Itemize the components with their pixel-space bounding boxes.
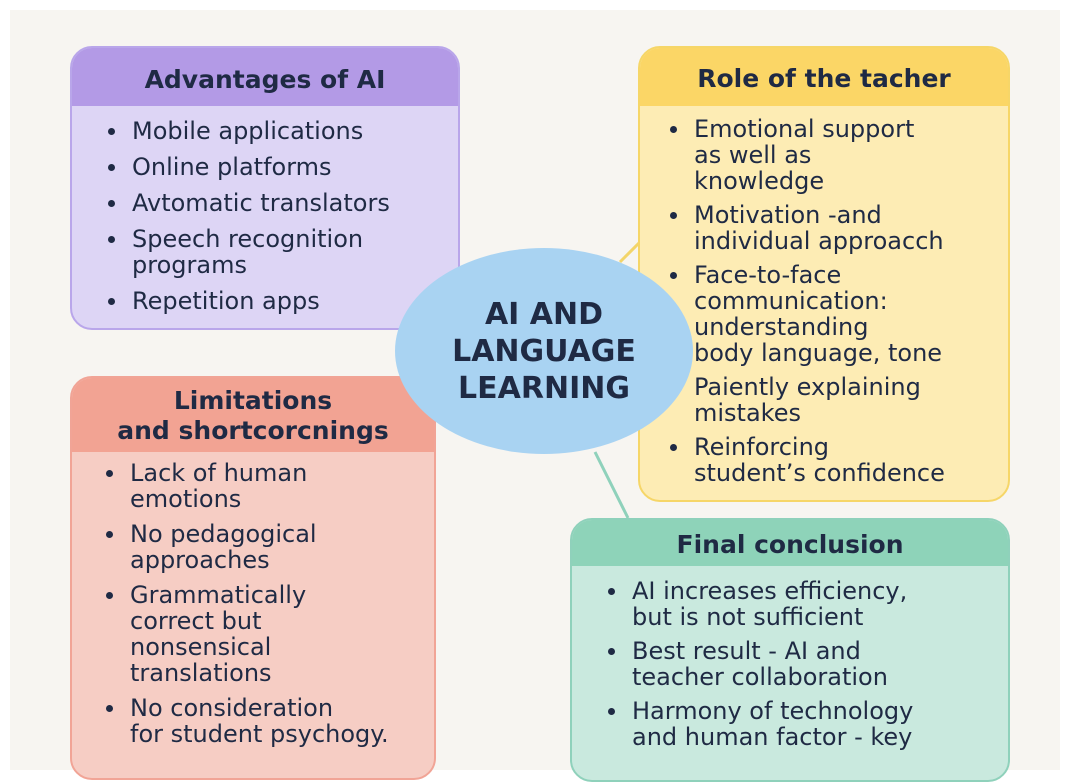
connector-role (618, 240, 642, 264)
limitations-heading: Limitations and shortcorcnings (72, 378, 434, 452)
advantages-list: Mobile applications Online platforms Avt… (72, 106, 458, 314)
list-item: Face-to-face communication: understandin… (664, 262, 996, 366)
advantages-box: Advantages of AI Mobile applications Onl… (70, 46, 460, 330)
list-item: Motivation -and individual approacch (664, 202, 996, 254)
limitations-list: Lack of human emotions No pedagogical ap… (72, 452, 434, 747)
central-topic-ellipse: AI AND LANGUAGE LEARNING (395, 248, 693, 454)
connector-lines (593, 240, 642, 519)
list-item: Reinforcing student’s confidence (664, 434, 996, 486)
advantages-heading: Advantages of AI (72, 48, 458, 106)
list-item: Best result - AI and teacher collaborati… (602, 638, 996, 690)
list-item: Grammatically correct but nonsensical tr… (100, 582, 422, 686)
list-item: Repetition apps (102, 288, 442, 314)
list-item: Paiently explaining mistakes (694, 373, 921, 427)
teacher-role-box: Role of the tacher Emotional support as … (638, 46, 1010, 502)
list-item: Mobile applications (102, 118, 442, 144)
conclusion-box: Final conclusion AI increases efficiency… (570, 518, 1010, 782)
limitations-box: Limitations and shortcorcnings Lack of h… (70, 376, 436, 780)
list-item: AI increases efficiency, but is not suff… (602, 578, 996, 630)
connector-conclusion (593, 451, 630, 519)
list-item: Speech recognition programs (102, 226, 442, 278)
conclusion-heading: Final conclusion (572, 520, 1008, 566)
list-item: Lack of human emotions (100, 460, 422, 512)
list-item: No pedagogical approaches (100, 521, 422, 573)
list-item: Avtomatic translators (102, 190, 442, 216)
teacher-role-heading: Role of the tacher (640, 48, 1008, 106)
teacher-role-list: Emotional support as well as knowledge M… (640, 106, 1008, 486)
list-item: Harmony of technology and human factor -… (602, 698, 996, 750)
conclusion-list: AI increases efficiency, but is not suff… (572, 566, 1008, 750)
list-item: No consideration for student psychogy. (100, 695, 422, 747)
list-item: Emotional support as well as knowledge (664, 116, 996, 194)
list-item: Online platforms (102, 154, 442, 180)
central-topic-title: AI AND LANGUAGE LEARNING (452, 296, 636, 406)
